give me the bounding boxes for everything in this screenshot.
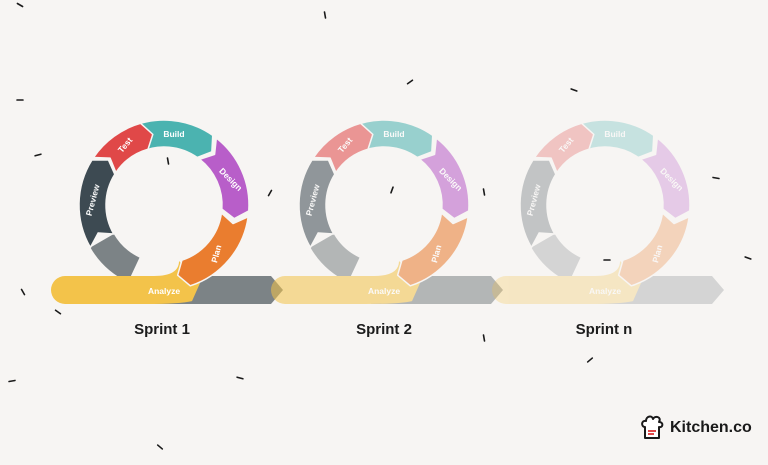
stage-segment-design [639, 137, 691, 220]
analyze-bar-arrow [492, 261, 641, 304]
background-confetti [8, 2, 752, 450]
confetti-speck [482, 188, 486, 196]
stage-segment-test [533, 122, 595, 174]
confetti-speck [156, 444, 164, 450]
sprint-title-1: Sprint 1 [134, 321, 190, 338]
stage-label-build: Build [383, 129, 404, 139]
stage-label-build: Build [604, 129, 625, 139]
confetti-speck [482, 334, 486, 342]
stage-label-plan: Plan [429, 244, 443, 264]
stage-segment-plan [617, 212, 690, 287]
analyze-track-sweep [90, 234, 140, 283]
stage-label-plan: Plan [209, 244, 223, 264]
confetti-speck [570, 88, 578, 92]
stage-segment-design [198, 137, 250, 220]
analyze-bar-arrow [271, 261, 420, 304]
confetti-speck [16, 2, 24, 8]
confetti-speck [323, 11, 327, 19]
timeline-track-arrow [592, 276, 724, 304]
stage-label-plan: Plan [650, 244, 664, 264]
confetti-speck [20, 288, 26, 296]
stage-segment-plan [176, 212, 249, 287]
stage-segment-test [92, 122, 154, 174]
stage-segment-test [312, 122, 374, 174]
confetti-speck [390, 186, 394, 194]
analyze-track-sweep [531, 234, 581, 283]
stage-segment-build [568, 119, 655, 159]
confetti-speck [586, 357, 594, 363]
stage-segment-preview [519, 159, 557, 249]
stage-segment-design [418, 137, 470, 220]
sprint-title-2: Sprint 2 [356, 321, 412, 338]
stage-segment-build [347, 119, 434, 159]
confetti-speck [267, 189, 273, 197]
analyze-track-sweep [310, 234, 360, 283]
confetti-speck [712, 176, 720, 180]
chef-hat-icon [641, 415, 664, 439]
confetti-speck [54, 309, 62, 315]
confetti-speck [166, 157, 170, 165]
confetti-speck [744, 256, 752, 260]
brand-name: Kitchen.co [670, 419, 752, 436]
confetti-speck [236, 376, 244, 380]
analyze-label: Analyze [589, 286, 621, 296]
stage-label-build: Build [163, 129, 184, 139]
brand-logo: Kitchen.co [640, 414, 752, 442]
confetti-speck [8, 379, 16, 383]
analyze-label: Analyze [148, 286, 180, 296]
stage-segment-preview [78, 159, 116, 249]
stage-segment-plan [396, 212, 469, 287]
sprint-title-n: Sprint n [575, 321, 633, 338]
stage-segment-build [127, 119, 214, 159]
confetti-speck [406, 79, 414, 85]
stage-segment-preview [298, 159, 336, 249]
analyze-label: Analyze [368, 286, 400, 296]
sprint-cycles: AnalyzeBuildDesignPlanPreviewTestAnalyze… [51, 119, 724, 304]
confetti-speck [34, 153, 42, 157]
analyze-bar-arrow [51, 261, 200, 304]
